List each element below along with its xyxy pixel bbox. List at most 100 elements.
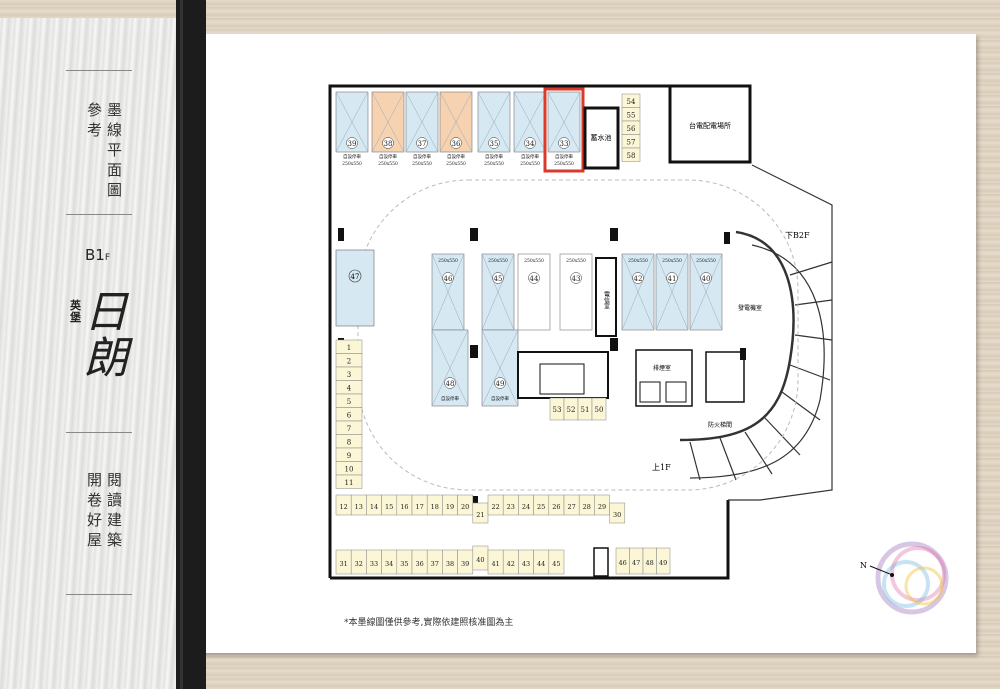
space-diagonal [547,91,581,153]
book-spine [176,0,206,689]
book-cover: 參考 墨線平面圖 B1F 英堡 日朗 開卷好屋 閱讀建築 [0,18,200,689]
moto-number: 29 [598,503,606,511]
space-number: 40 [702,275,711,283]
parking-space-47: 47 [335,249,375,327]
space-diagonal [621,253,655,331]
moto-space-11 [335,474,363,489]
elec-room [595,257,617,337]
moto-space-58 [621,147,641,162]
space-type-label: 自設停車 [441,395,459,402]
brand-logo: 日朗 [84,287,128,384]
space-number-circle [570,272,582,284]
space-number: 45 [494,275,503,283]
moto-number: 38 [446,560,454,568]
moto-space-30 [609,502,626,524]
space-size-label: 250x550 [696,258,716,264]
ramp [679,164,833,501]
space-diagonal [477,91,511,153]
space-number: 39 [348,140,357,148]
moto-number: 53 [553,406,562,414]
stair-hall-label: 防火梯間 [708,421,732,429]
top-parking-row: 39自設停車250x55038自設停車250x55037自設停車250x5503… [335,91,581,167]
moto-number: 18 [431,503,439,511]
space-number-circle [666,272,678,284]
moto-number: 20 [461,503,469,511]
space-type-label: 自設停車 [521,153,539,160]
footnote: *本墨線圖僅供參考,實際依建照核准圖為主 [344,618,514,628]
space-type-label: 自設停車 [343,153,361,160]
space-number-circle [442,272,454,284]
moto-number: 42 [507,560,515,568]
outer-walls [328,84,752,580]
moto-number: 56 [627,125,636,133]
center-parking-top: 46250x55045250x55044250x55043250x5504225… [431,253,723,331]
space-number-circle [700,272,712,284]
space-size-label: 250x550 [662,258,682,264]
moto-number: 15 [385,503,393,511]
space-number: 44 [530,275,539,283]
space-diagonal [405,91,439,153]
space-diagonal [335,91,369,153]
up-ramp-label: 上1F [652,463,671,472]
stair-core [517,349,745,407]
moto-number: 8 [347,439,351,447]
moto-number: 45 [552,560,560,568]
divider [66,432,132,433]
moto-number: 16 [400,503,408,511]
space-number: 46 [444,275,453,283]
divider [66,70,132,71]
space-size-label: 250x550 [566,258,586,264]
moto-number: 5 [347,398,351,406]
moto-number: 13 [355,503,363,511]
parking-space-43 [559,253,593,331]
brand-prefix: 英堡 [70,299,81,324]
moto-number: 40 [476,556,484,564]
space-number: 34 [526,140,535,148]
power-room-label: 台電配電場所 [689,121,731,130]
moto-number: 37 [431,560,439,568]
floor-level: B1F [85,246,111,264]
sidebar-caption-1: 參考 [85,102,103,142]
svg-text:47: 47 [351,273,360,281]
moto-space-45 [548,549,565,575]
moto-number: 52 [567,406,576,414]
moto-number: 41 [491,560,499,568]
space-diagonal [689,253,723,331]
space-diagonal [431,329,469,407]
down-ramp-label: 下B2F [785,231,810,240]
moto-number: 3 [347,371,351,379]
moto-number: 32 [355,560,363,568]
moto-number: 39 [461,560,469,568]
moto-number: 31 [339,560,347,568]
space-number: 37 [418,140,427,148]
divider [66,214,132,215]
space-size-label: 250x550 [446,161,466,167]
sidebar-slogan-2: 閱讀建築 [105,472,123,552]
moto-number: 44 [537,560,545,568]
space-size-label: 250x550 [438,258,458,264]
space-number: 42 [634,275,643,283]
space-size-label: 250x550 [484,161,504,167]
moto-number: 4 [347,385,352,393]
moto-number: 22 [491,503,499,511]
moto-number: 47 [632,559,640,567]
parking-space-44 [517,253,551,331]
moto-space-49 [656,547,671,575]
moto-number: 50 [595,406,604,414]
compass-rose: N [860,541,949,615]
space-diagonal [371,91,405,153]
space-number-circle [382,137,394,149]
moto-number: 48 [646,559,654,567]
moto-number: 35 [400,560,408,568]
moto-number: 51 [581,406,590,414]
moto-number: 24 [522,503,530,511]
space-number: 35 [490,140,499,148]
space-number-circle [558,137,570,149]
space-number-circle [528,272,540,284]
space-diagonal [655,253,689,331]
space-number-circle [524,137,536,149]
